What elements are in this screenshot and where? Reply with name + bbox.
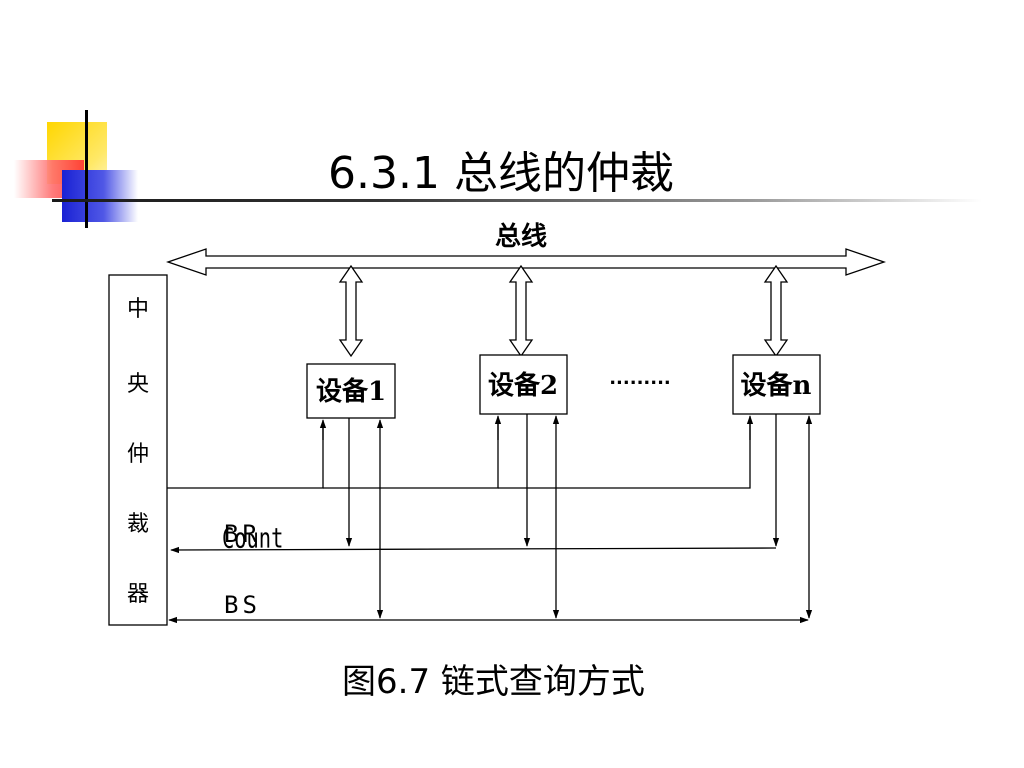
device-ellipsis: ......... xyxy=(609,368,671,389)
arbiter-box xyxy=(108,274,168,626)
bus-connector-device-n xyxy=(763,264,789,358)
device-box xyxy=(732,354,821,415)
figure-caption: 图6.7 链式查询方式 xyxy=(342,662,645,702)
count-tap-device-n xyxy=(498,418,751,489)
devices: 设备1 设备2 设备n ......... xyxy=(306,354,821,419)
device-box xyxy=(306,363,396,419)
bus-label: 总线 xyxy=(495,222,547,252)
count-line xyxy=(167,415,754,489)
arbiter-char: 器 xyxy=(127,582,149,607)
title-underline xyxy=(52,199,982,202)
slide-title: 6.3.1 总线的仲裁 xyxy=(328,148,674,199)
device-box xyxy=(479,354,568,415)
device-label: 设备2 xyxy=(488,371,558,401)
device-label: 设备1 xyxy=(316,377,386,407)
arbiter-char: 央 xyxy=(127,372,149,397)
count-label: Count xyxy=(222,521,283,554)
device-1: 设备1 xyxy=(306,363,396,419)
arbiter-char: 中 xyxy=(127,297,149,322)
bus-connector-device-1 xyxy=(338,264,364,358)
system-bus: 总线 xyxy=(165,222,887,276)
arbiter-char: 裁 xyxy=(127,512,149,537)
br-line xyxy=(170,414,780,554)
device-2: 设备2 xyxy=(479,354,568,415)
br-label: BR xyxy=(224,520,261,548)
bus-connector-device-2 xyxy=(508,264,534,358)
central-arbiter: 中 央 仲 裁 器 xyxy=(108,274,168,626)
count-bus xyxy=(167,422,324,489)
bs-label: BS xyxy=(224,591,261,619)
br-bus xyxy=(170,546,777,554)
bus-connectors xyxy=(338,264,789,358)
arbiter-char: 仲 xyxy=(127,442,149,467)
bs-line xyxy=(168,415,813,624)
bus-arrow xyxy=(165,248,887,276)
decor-vertical-line xyxy=(85,110,88,228)
device-label: 设备n xyxy=(741,371,812,401)
device-n: 设备n xyxy=(732,354,821,415)
decor-blue-square xyxy=(62,170,138,222)
